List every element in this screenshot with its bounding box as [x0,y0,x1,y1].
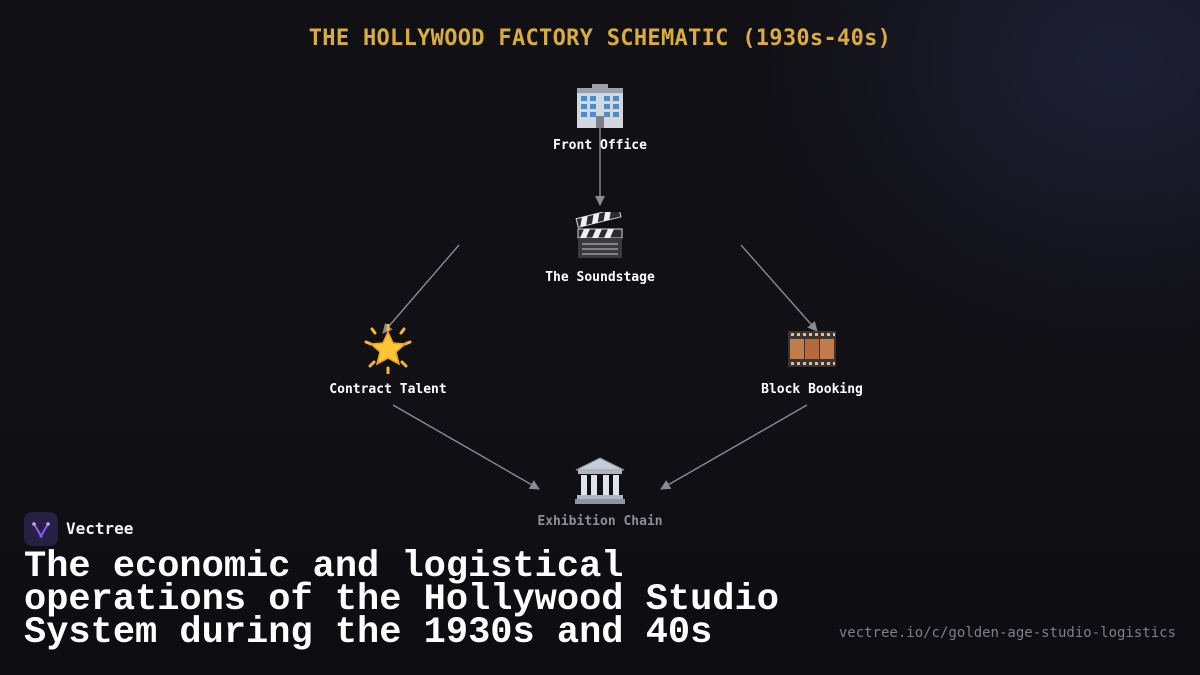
node-soundstage: The Soundstage [500,212,700,285]
classical-building-icon [575,457,625,504]
node-exhibition-chain: Exhibition Chain [500,456,700,529]
node-label: Block Booking [761,382,863,397]
vectree-logo-icon [24,512,58,546]
film-frames-icon [788,331,836,367]
edge-block-booking-to-exhibition-chain [660,404,808,490]
node-front-office: Front Office [500,82,700,153]
edge-contract-talent-to-exhibition-chain [392,404,540,490]
clapperboard-icon [575,212,623,258]
office-building-icon [577,84,623,128]
glowing-star-icon [364,324,412,374]
node-block-booking: Block Booking [712,324,912,397]
node-label: Front Office [553,138,647,153]
source-url: vectree.io/c/golden-age-studio-logistics [838,625,1176,641]
diagram-title: THE HOLLYWOOD FACTORY SCHEMATIC (1930s-4… [308,26,892,51]
node-contract-talent: Contract Talent [288,324,488,397]
brand-name: Vectree [66,519,134,538]
node-label: Contract Talent [329,382,447,397]
headline: The economic and logistical operations o… [24,546,779,654]
node-label: Exhibition Chain [537,514,663,529]
edge-soundstage-to-block-booking [740,244,818,332]
edge-soundstage-to-contract-talent [382,244,460,334]
node-label: The Soundstage [545,270,655,285]
